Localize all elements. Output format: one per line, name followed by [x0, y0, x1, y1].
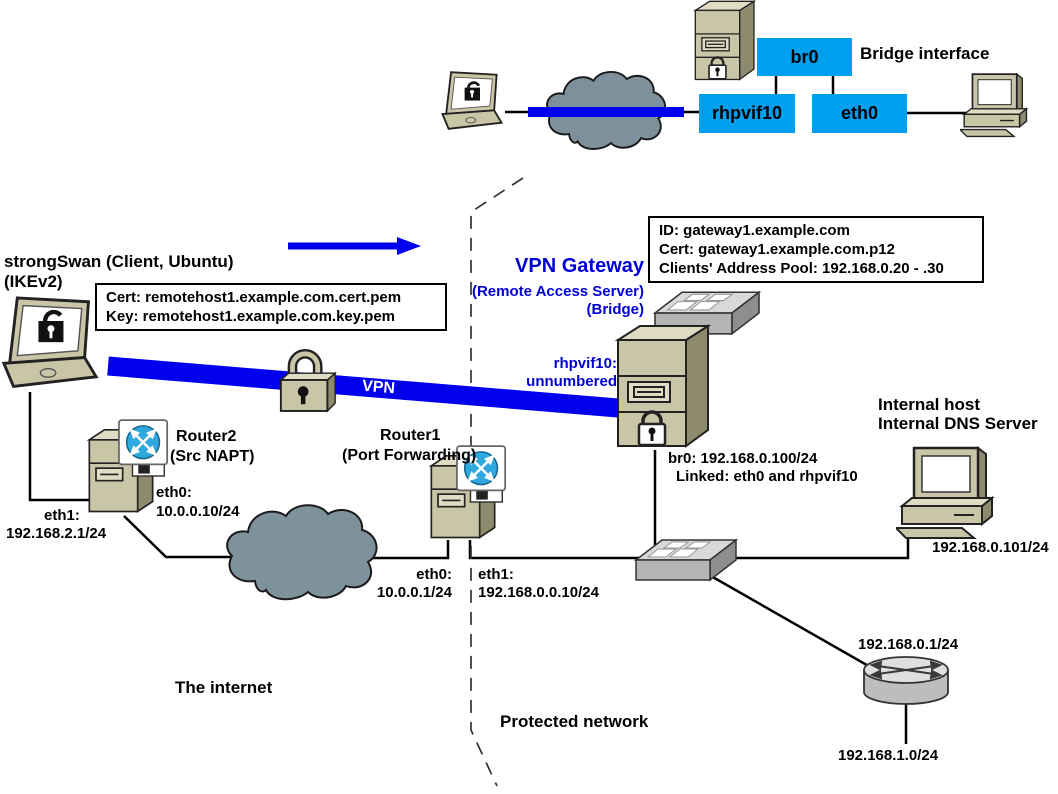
router1-eth0-label-block: eth0: 10.0.0.1/24	[340, 566, 452, 602]
lock-icon	[466, 81, 481, 88]
vpn-gateway-server-icon	[614, 324, 712, 448]
br0-label: br0	[790, 46, 819, 67]
gateway-br0-line1: br0: 192.168.0.100/24	[668, 450, 818, 467]
rhpvif10-label: rhpvif10	[711, 103, 783, 123]
router2-eth1-ip: 192.168.2.1/24	[6, 525, 107, 542]
router1-eth1-label: eth1:	[478, 566, 514, 583]
gateway-cert-line: Cert: gateway1.example.com.p12	[659, 241, 895, 258]
protected-zone-label: Protected network	[500, 712, 649, 731]
internal-host-ip: 192.168.0.101/24	[932, 539, 1049, 556]
router2-eth1-label: eth1:	[44, 507, 80, 524]
network-boundary-dashed-line	[470, 177, 524, 787]
gateway-br0-line2: Linked: eth0 and rhpvif10	[676, 468, 858, 485]
bridge-server-icon	[693, 0, 757, 81]
rhpvif10-interface-box: rhpvif10	[699, 94, 795, 133]
gateway-title: VPN Gateway	[515, 255, 644, 277]
gateway-pool-line: Clients' Address Pool: 192.168.0.20 - .3…	[659, 260, 944, 277]
eth0-interface-box: eth0	[812, 94, 907, 133]
tunnel-client-laptop-icon	[441, 71, 504, 130]
router1-name: Router1	[380, 427, 441, 444]
internal-host-name1: Internal host	[878, 395, 981, 414]
client-title-line2: (IKEv2)	[4, 272, 63, 291]
router1-eth0-label: eth0:	[416, 566, 452, 583]
router2-router-icon	[118, 419, 169, 477]
vpn-band-label: VPN	[361, 377, 396, 398]
gateway-subtitle1: (Remote Access Server)	[471, 283, 644, 300]
gateway-id-line: ID: gateway1.example.com	[659, 222, 850, 239]
vpn-lock-icon	[278, 348, 338, 413]
internal-host-name2: Internal DNS Server	[878, 414, 1038, 433]
internet-cloud	[226, 504, 378, 601]
br0-interface-box: br0	[757, 38, 852, 76]
lock-icon	[637, 410, 667, 447]
gateway-subtitle2: (Bridge)	[586, 301, 645, 318]
link-cloud-router1	[368, 540, 450, 560]
client-title-line1: strongSwan (Client, Ubuntu)	[4, 252, 234, 271]
client-cert-line: Cert: remotehost1.example.com.cert.pem	[106, 289, 402, 306]
router1-router-icon	[456, 445, 507, 503]
router2-eth0-ip: 10.0.0.10/24	[156, 503, 240, 520]
gateway-rhpvif10-line1: rhpvif10:	[553, 355, 617, 372]
eth0-label: eth0	[840, 103, 878, 123]
lock-icon	[708, 56, 727, 80]
network-links	[28, 75, 970, 744]
router2-eth0-label: eth0:	[156, 484, 192, 501]
gateway-rhpvif10-line2: unnumbered	[526, 373, 617, 390]
router2-role: (Src NAPT)	[170, 448, 255, 465]
lan-switch-icon	[634, 538, 738, 582]
bridge-interface-title: Bridge interface	[860, 44, 990, 63]
link-client-router2	[28, 392, 92, 502]
flow-arrow	[288, 237, 421, 255]
router1-eth1-label-block: eth1: 192.168.0.0.10/24	[478, 566, 599, 602]
router2-tower-icon	[86, 428, 156, 514]
client-key-line: Key: remotehost1.example.com.key.pem	[106, 308, 396, 325]
link-switch-router	[703, 570, 873, 670]
link-router1-switch	[468, 540, 640, 560]
link-router2-cloud	[123, 515, 232, 559]
router1-role: (Port Forwarding)	[342, 447, 477, 464]
internal-subnet-label: 192.168.1.0/24	[838, 747, 939, 764]
router1-eth0-ip: 10.0.0.1/24	[376, 584, 452, 601]
internal-host-desktop-icon	[896, 446, 995, 539]
router1-eth1-ip: 192.168.0.0.10/24	[478, 584, 599, 601]
open-lock-icon	[43, 309, 63, 322]
bridge-host-desktop-icon	[960, 72, 1029, 138]
vpn-tunnel-band	[107, 356, 619, 418]
internal-router-icon	[863, 656, 949, 705]
client-cert-box: Cert: remotehost1.example.com.cert.pem K…	[95, 283, 447, 331]
gateway-title-block: VPN Gateway (Remote Access Server) (Brid…	[444, 255, 644, 319]
client-laptop-icon	[1, 296, 99, 388]
gateway-info-box: ID: gateway1.example.com Cert: gateway1.…	[648, 216, 984, 283]
gateway-rhpvif10-label: rhpvif10: unnumbered	[500, 355, 617, 391]
internal-router-ip: 192.168.0.1/24	[858, 636, 959, 653]
gateway-br0-label: br0: 192.168.0.100/24 Linked: eth0 and r…	[668, 450, 858, 486]
link-switch-host	[700, 532, 910, 560]
internet-zone-label: The internet	[175, 678, 273, 697]
router2-name: Router2	[176, 428, 237, 445]
